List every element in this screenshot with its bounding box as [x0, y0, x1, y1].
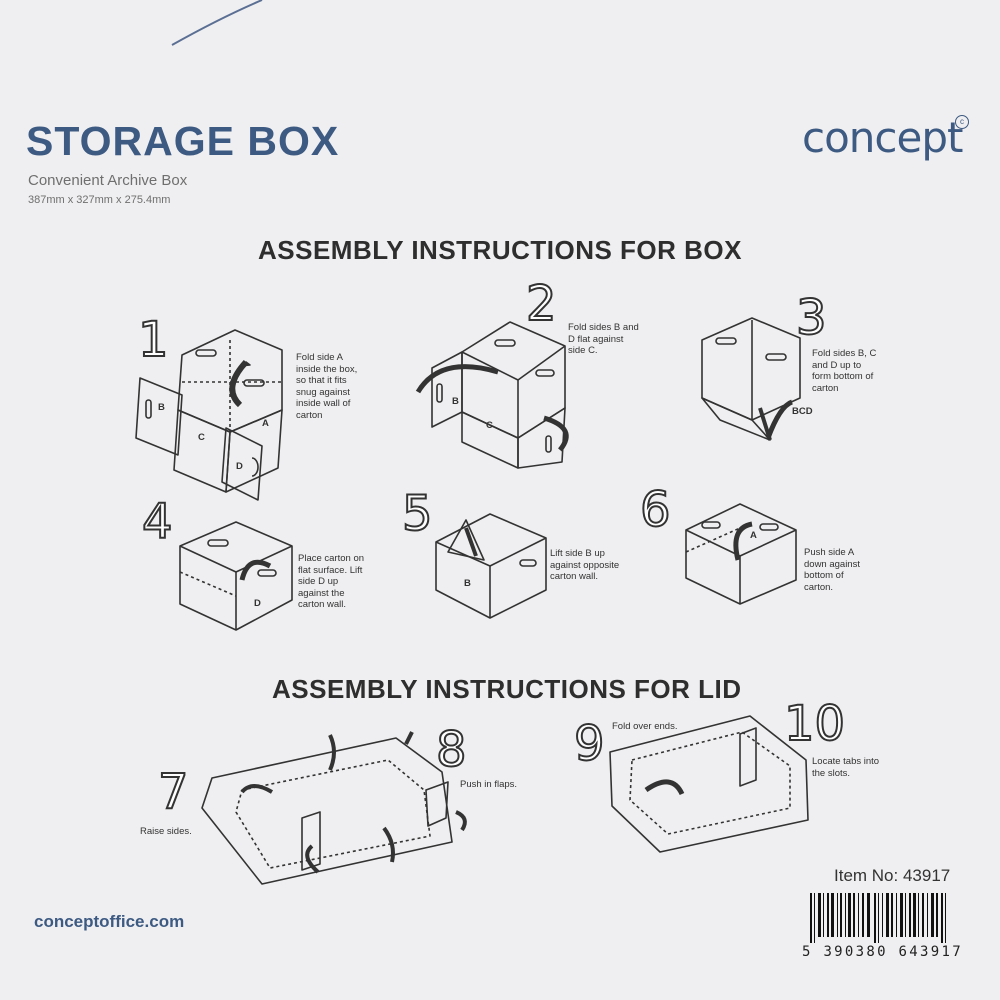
step-8-caption: Push in flaps.	[460, 779, 518, 790]
step-4-caption: Place carton on flat surface. Lift side …	[298, 553, 365, 610]
brand-logo: concept	[802, 113, 963, 162]
step-5-number: 5	[401, 485, 434, 543]
panel-label-b: B	[158, 402, 165, 413]
step-8-number: 8	[435, 721, 468, 779]
step-5-illustration	[435, 513, 547, 619]
page-title: STORAGE BOX	[26, 118, 340, 164]
step-9-caption: Fold over ends.	[612, 721, 678, 732]
panel-label-c: C	[198, 432, 205, 443]
step-6-number: 6	[639, 481, 672, 539]
lid-instructions-heading: ASSEMBLY INSTRUCTIONS FOR LID	[272, 674, 742, 704]
panel-label-c: C	[486, 420, 493, 431]
step-1-number: 1	[137, 311, 170, 369]
box-instructions-heading: ASSEMBLY INSTRUCTIONS FOR BOX	[258, 235, 742, 265]
panel-label-a: A	[262, 418, 269, 429]
panel-label-b: B	[464, 578, 471, 589]
website-link[interactable]: conceptoffice.com	[34, 912, 185, 931]
step-3-caption: Fold sides B, C and D up to form bottom …	[812, 348, 877, 394]
step-2-caption: Fold sides B and D flat against side C.	[568, 322, 639, 356]
step-3-illustration	[701, 317, 801, 441]
step-4-illustration	[179, 521, 293, 631]
step-1-caption: Fold side A inside the box, so that it f…	[296, 352, 358, 421]
step-2-number: 2	[525, 275, 558, 333]
panel-label-a: A	[750, 530, 757, 541]
panel-label-bcd: BCD	[792, 406, 813, 417]
lid-flat-illustration	[201, 731, 467, 885]
step-6-illustration	[685, 503, 797, 605]
barcode-number: 5 390380 643917	[802, 944, 963, 960]
panel-label-d: D	[254, 598, 261, 609]
lid-tray-illustration	[609, 715, 809, 853]
step-1-illustration	[135, 329, 283, 501]
step-7-caption: Raise sides.	[140, 826, 192, 837]
copyright-mark: c	[955, 115, 969, 129]
page-subtitle: Convenient Archive Box	[28, 172, 188, 189]
step-10-caption: Locate tabs into the slots.	[812, 756, 880, 779]
step-4-number: 4	[141, 493, 174, 551]
step-7-number: 7	[157, 763, 190, 821]
decorative-swoosh	[171, 0, 263, 46]
step-10-number: 10	[783, 695, 846, 753]
step-9-number: 9	[573, 715, 606, 773]
step-6-caption: Push side A down against bottom of carto…	[804, 547, 860, 593]
step-5-caption: Lift side B up against opposite carton w…	[550, 548, 620, 582]
box-dimensions: 387mm x 327mm x 275.4mm	[28, 194, 171, 206]
step-2-illustration	[415, 321, 569, 469]
panel-label-b: B	[452, 396, 459, 407]
barcode-image	[810, 893, 946, 943]
item-number: Item No: 43917	[834, 866, 951, 885]
panel-label-d: D	[236, 461, 243, 472]
